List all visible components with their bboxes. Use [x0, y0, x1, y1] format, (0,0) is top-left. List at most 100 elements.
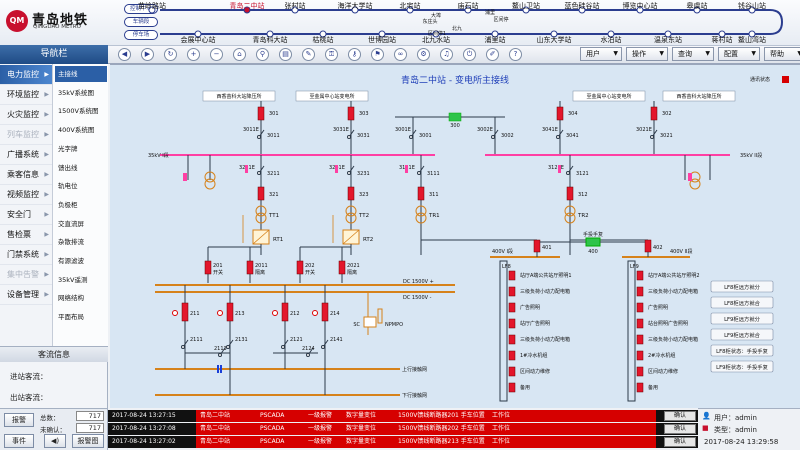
zoom-out-icon[interactable]: − — [210, 48, 223, 61]
settings-icon[interactable]: ⚙ — [417, 48, 430, 61]
station-label[interactable]: 庙石站 — [457, 2, 479, 10]
sidebar-subitem[interactable]: 35kV系统图 — [58, 88, 94, 97]
sc-device[interactable] — [363, 316, 377, 328]
load-breaker[interactable] — [636, 302, 644, 313]
remote-control-button[interactable]: LF9柜状态：手投手复 — [710, 360, 774, 373]
unlock-icon[interactable]: ⚷ — [348, 48, 361, 61]
earthing-switch[interactable] — [347, 165, 355, 175]
station-dot[interactable] — [464, 6, 472, 14]
sidebar-subitem[interactable]: 400V系统图 — [58, 126, 95, 135]
sidebar-item[interactable]: 设备管理▶ — [0, 285, 52, 305]
station-label[interactable]: 山东大学站 — [536, 36, 572, 44]
menu-4[interactable]: 帮助▼ — [764, 47, 800, 61]
load-breaker[interactable] — [508, 302, 516, 313]
station-dot[interactable] — [607, 30, 615, 38]
sidebar-item[interactable]: 环境监控▶ — [0, 85, 52, 105]
lock-icon[interactable]: ⚿ — [325, 48, 338, 61]
menu-2[interactable]: 查询▼ — [672, 47, 714, 61]
station-dot[interactable] — [550, 30, 558, 38]
station-dot[interactable] — [319, 30, 327, 38]
police-button[interactable]: 报警 — [4, 413, 34, 427]
station-label[interactable]: 鳌山湾站 — [738, 36, 766, 44]
mute-button[interactable]: ◀) — [44, 434, 66, 448]
station-label[interactable]: 北宅站 — [399, 2, 421, 10]
zoom-fit-icon[interactable]: ⌂ — [233, 48, 246, 61]
dc-breaker[interactable] — [204, 260, 212, 275]
flag-icon[interactable]: ⚑ — [371, 48, 384, 61]
breaker[interactable] — [347, 186, 355, 201]
load-breaker[interactable] — [636, 270, 644, 281]
earthing-switch[interactable] — [257, 165, 265, 175]
load-breaker[interactable] — [636, 334, 644, 345]
sidebar-subitem[interactable]: 网络结构 — [58, 294, 84, 303]
dc-breaker[interactable] — [296, 260, 304, 275]
control-center-button[interactable]: 控制中心 — [124, 4, 158, 14]
sidebar-item[interactable]: 电力监控▶ — [0, 65, 52, 85]
zoom-in-icon[interactable]: + — [187, 48, 200, 61]
disconnector[interactable] — [321, 339, 329, 349]
station-label[interactable]: 张村站 — [284, 2, 306, 10]
load-breaker[interactable] — [508, 286, 516, 297]
station-dot[interactable] — [243, 6, 251, 14]
sidebar-item[interactable]: 列车监控▶ — [0, 125, 52, 145]
alarm-picture-button[interactable]: 报警图 — [72, 434, 104, 448]
load-breaker[interactable] — [508, 318, 516, 329]
station-dot[interactable] — [748, 30, 756, 38]
station-label[interactable]: 博览中心站 — [622, 2, 658, 10]
bus-tie-400[interactable] — [585, 237, 601, 247]
remote-control-button[interactable]: LF9柜远方就分 — [710, 312, 774, 325]
sidebar-subitem[interactable]: 光字牌 — [58, 144, 78, 153]
disconnector[interactable] — [226, 339, 234, 349]
edit-icon[interactable]: ✐ — [486, 48, 499, 61]
acknowledge-button[interactable]: 确认 — [664, 411, 696, 421]
station-dot[interactable] — [291, 6, 299, 14]
remote-control-button[interactable]: LF8柜远方就合 — [710, 296, 774, 309]
refresh-icon[interactable]: ↻ — [164, 48, 177, 61]
sidebar-subitem[interactable]: 1500V系统图 — [58, 107, 99, 116]
menu-0[interactable]: 用户▼ — [580, 47, 622, 61]
search-icon[interactable]: ⚲ — [256, 48, 269, 61]
sidebar-subitem[interactable]: 轨电位 — [58, 182, 78, 191]
menu-1[interactable]: 操作▼ — [626, 47, 668, 61]
rectifier-transformer[interactable] — [564, 205, 576, 224]
dc-breaker[interactable] — [246, 260, 254, 275]
sidebar-subitem[interactable]: 负极柜 — [58, 200, 78, 209]
station-dot[interactable] — [148, 6, 156, 14]
breaker[interactable] — [650, 106, 658, 121]
sidebar-item[interactable]: 火灾监控▶ — [0, 105, 52, 125]
sidebar-subitem[interactable]: 有源滤波 — [58, 257, 84, 265]
bypass-switch[interactable] — [218, 347, 226, 357]
station-dot[interactable] — [378, 30, 386, 38]
load-breaker[interactable] — [508, 382, 516, 393]
sidebar-subitem[interactable]: 交直流屏 — [58, 219, 84, 228]
sidebar-item[interactable]: 安全门▶ — [0, 205, 52, 225]
station-dot[interactable] — [194, 30, 202, 38]
sidebar-item[interactable]: 视频监控▶ — [0, 185, 52, 205]
station-dot[interactable] — [664, 30, 672, 38]
load-breaker[interactable] — [636, 382, 644, 393]
arrow-back-icon[interactable]: ◀ — [118, 48, 131, 61]
station-label[interactable]: 青岛二中站 — [229, 2, 265, 10]
load-breaker[interactable] — [508, 334, 516, 345]
station-dot[interactable] — [266, 30, 274, 38]
station-dot[interactable] — [748, 6, 756, 14]
depot-button[interactable]: 车辆段 — [124, 17, 158, 27]
breaker[interactable] — [257, 106, 265, 121]
load-breaker[interactable] — [508, 350, 516, 361]
sidebar-item[interactable]: 集中告警▶ — [0, 265, 52, 285]
tag-icon[interactable]: ✎ — [302, 48, 315, 61]
breaker-401[interactable] — [533, 239, 541, 253]
remote-control-button[interactable]: LF8柜状态：手投手复 — [710, 344, 774, 357]
breaker-402[interactable] — [644, 239, 652, 253]
station-dot[interactable] — [406, 6, 414, 14]
bypass-switch[interactable] — [306, 347, 314, 357]
station-dot[interactable] — [522, 6, 530, 14]
station-label[interactable]: 会展中心站 — [180, 36, 216, 44]
rectifier-transformer[interactable] — [415, 205, 427, 224]
power-icon[interactable]: ⏻ — [463, 48, 476, 61]
station-label[interactable]: 钱谷山站 — [738, 2, 766, 10]
disconnector[interactable] — [281, 339, 289, 349]
